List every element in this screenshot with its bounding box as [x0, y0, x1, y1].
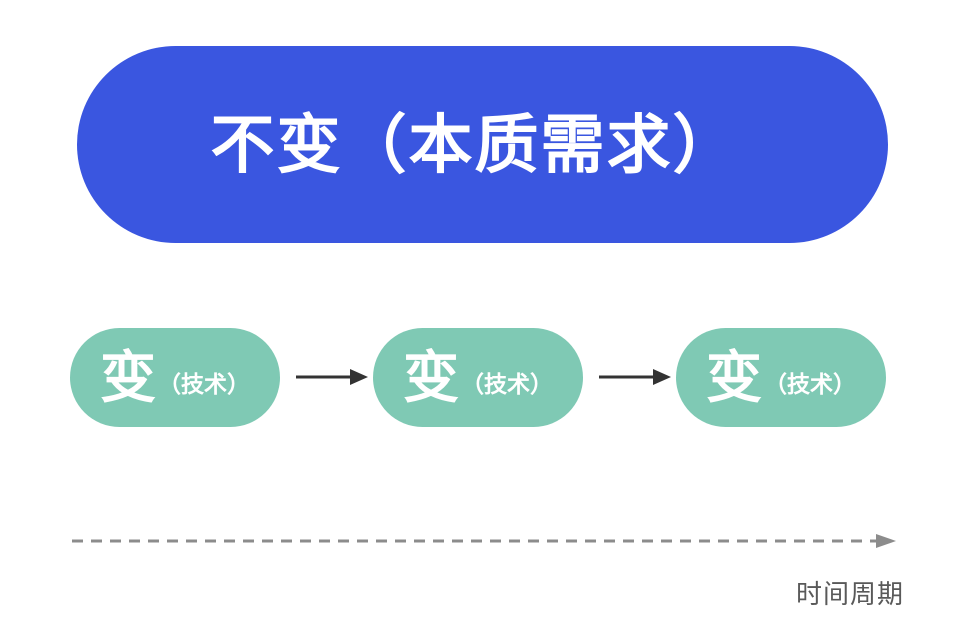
change-pill-2-sub-label: （技术）	[461, 371, 553, 397]
constant-pill-label: 不变（本质需求）	[210, 108, 739, 181]
change-pill-3: 变 （技术）	[676, 328, 886, 427]
change-pill-2: 变 （技术）	[373, 328, 583, 427]
timeline-label: 时间周期	[796, 579, 905, 609]
dashed-timeline-arrow-icon	[72, 534, 896, 548]
change-pill-1-main-label: 变	[100, 345, 156, 409]
constant-pill: 不变（本质需求）	[77, 46, 888, 243]
change-pill-3-main-label: 变	[706, 345, 762, 409]
change-pill-1-sub-label: （技术）	[158, 371, 250, 397]
right-arrow-icon	[599, 369, 671, 385]
change-pill-3-sub-label: （技术）	[764, 371, 856, 397]
right-arrow-icon	[296, 369, 368, 385]
change-pill-2-main-label: 变	[403, 345, 459, 409]
change-pill-1: 变 （技术）	[70, 328, 280, 427]
